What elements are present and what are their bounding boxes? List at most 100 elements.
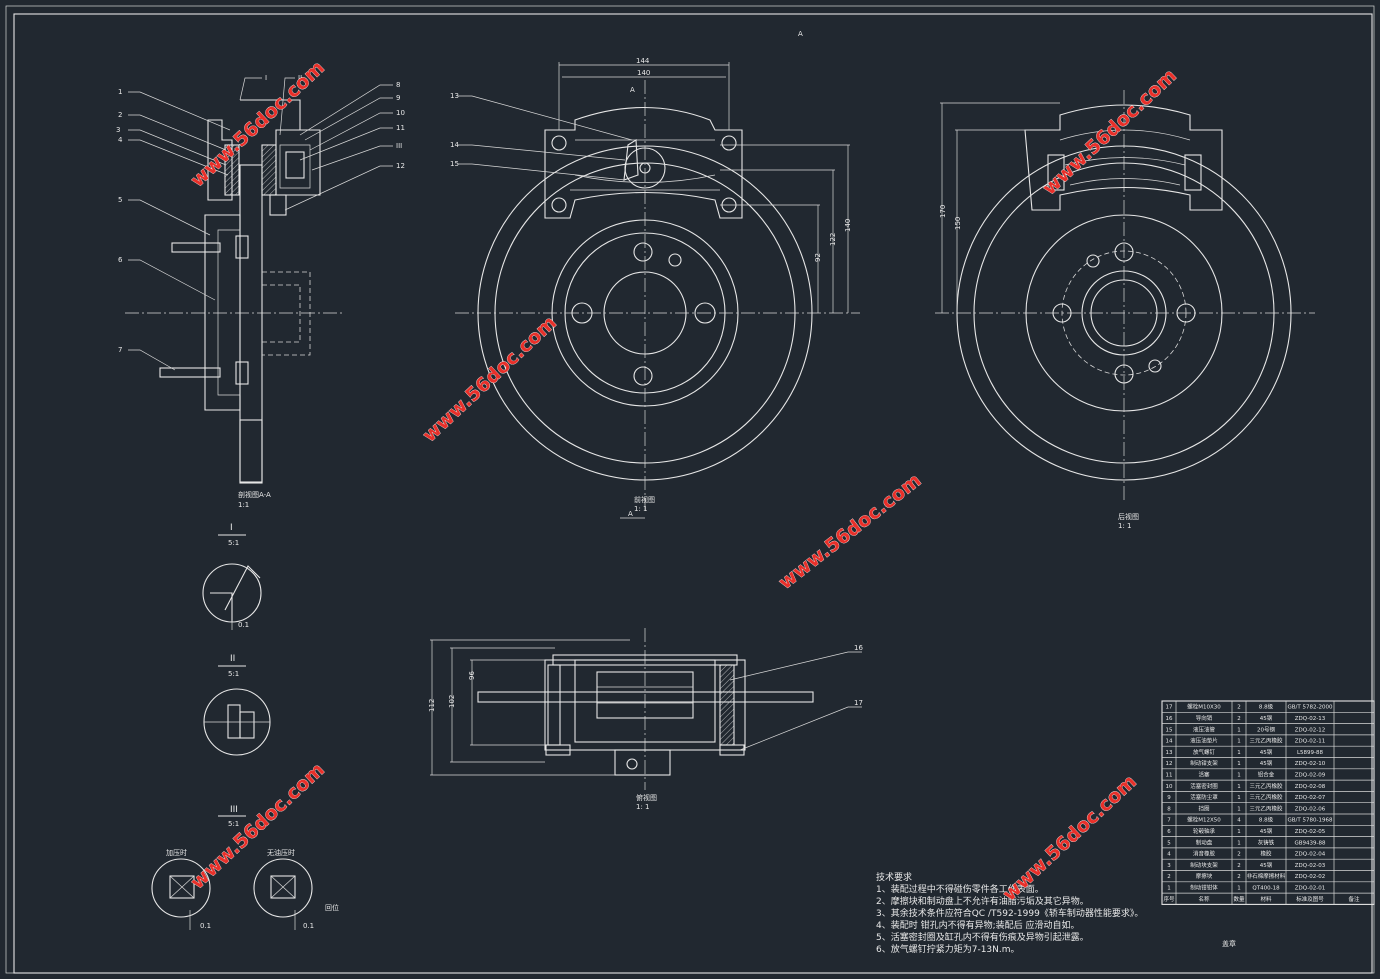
svg-text:170: 170 [939,205,947,218]
svg-text:III: III [230,805,238,815]
plan-caption: 俯视图 [636,793,657,802]
svg-text:14: 14 [450,141,459,149]
svg-text:1、装配过程中不得碰伤零件各工作表面。: 1、装配过程中不得碰伤零件各工作表面。 [876,883,1044,895]
bom-cell: 1 [1167,885,1171,891]
svg-text:3: 3 [116,126,120,134]
svg-text:5、活塞密封圈及缸孔内不得有伤痕及异物引起泄露。: 5、活塞密封圈及缸孔内不得有伤痕及异物引起泄露。 [876,931,1089,943]
watermark: www.56doc.com [418,312,561,447]
bom-cell: 活塞 [1198,770,1210,778]
bom-cell: 1 [1237,840,1241,846]
bom-cell: QT400-18 [1252,885,1280,891]
bom-cell: 1 [1237,727,1241,733]
bom-cell: ZDQ-02-05 [1295,829,1326,835]
tech-requirements: 技术要求 1、装配过程中不得碰伤零件各工作表面。 2、摩擦块和制动盘上不允许有油… [876,871,1143,955]
bom-cell: 1 [1237,806,1241,812]
bom-cell: 45钢 [1260,714,1273,722]
svg-text:112: 112 [428,699,436,712]
bom-cell: 铝合金 [1258,770,1275,778]
svg-text:4: 4 [118,136,123,144]
bom-cell: 摩擦块 [1196,872,1213,880]
bom-header-cell: 数量 [1233,895,1245,903]
inner-border [13,13,1373,974]
svg-text:II: II [298,74,302,82]
bom-cell: L5899-88 [1297,750,1324,756]
bom-cell: ZDQ-02-04 [1295,852,1326,858]
svg-text:144: 144 [636,57,650,65]
svg-text:0.1: 0.1 [303,922,314,930]
svg-text:II: II [230,654,235,664]
bom-cell: 螺栓M10X30 [1187,703,1221,711]
bom-header-cell: 标准及图号 [1296,895,1324,903]
svg-text:回位: 回位 [325,903,339,912]
bom-cell: ZDQ-02-06 [1295,806,1326,812]
bom-cell: 1 [1237,829,1241,835]
bom-header-cell: 材料 [1260,895,1272,903]
bom-cell: 45钢 [1260,861,1273,869]
bom-cell: 1 [1237,739,1241,745]
bom-cell: 4 [1167,852,1171,858]
svg-text:1: 1 [118,88,122,96]
svg-text:3、其余技术条件应符合QC /T592-1999《轿车制动器: 3、其余技术条件应符合QC /T592-1999《轿车制动器性能要求》。 [876,907,1143,919]
back-view: 170 150 后视图 1: 1 [935,90,1315,530]
svg-text:5: 5 [118,196,122,204]
svg-text:I: I [265,74,267,82]
svg-text:16: 16 [854,644,863,652]
bom-cell: 三元乙丙橡胶 [1249,804,1283,812]
bom-cell: 8.8级 [1259,816,1274,824]
bom-cell: ZDQ-02-07 [1295,795,1326,801]
watermark: www.56doc.com [1038,65,1181,200]
svg-text:96: 96 [468,671,476,680]
front-view: 144 140 92 122 140 13 14 15 A 前视图 1: 1 A [450,57,860,519]
svg-text:A: A [628,510,633,518]
bom-cell: GB/T 5782-2000 [1288,705,1333,711]
svg-text:140: 140 [844,219,852,232]
svg-text:6: 6 [118,256,123,264]
bom-cell: 12 [1166,761,1173,767]
detail-III: III 5:1 加压时 无油压时 0.1 0.1 回位 [151,805,339,930]
svg-text:8: 8 [396,81,400,89]
svg-text:17: 17 [854,699,863,707]
bom-cell: 8 [1167,806,1171,812]
bom-cell: 5 [1167,840,1171,846]
bom-cell: ZDQ-02-08 [1295,784,1326,790]
footer-label: 盖章 [1222,939,1236,948]
bom-cell: 4 [1237,818,1241,824]
bom-cell: 非石棉摩擦材料 [1247,872,1286,880]
bom-cell: 液压油垫片 [1190,737,1218,745]
svg-text:13: 13 [450,92,459,100]
svg-text:102: 102 [448,695,456,708]
section-caption: 剖视图A-A [238,490,271,499]
bom-cell: 45钢 [1260,827,1273,835]
bom-cell: 1 [1237,784,1241,790]
svg-text:9: 9 [396,94,400,102]
bom-cell: ZDQ-02-02 [1295,874,1325,880]
svg-text:5:1: 5:1 [228,539,239,547]
bom-cell: 挡圈 [1198,804,1210,812]
bom-cell: 20号钢 [1257,725,1275,733]
bom-cell: 活塞防尘罩 [1190,793,1218,801]
top-section-marker: A [798,30,803,38]
detail-I: I 5:1 0.1 [202,523,262,630]
bom-cell: 2 [1237,863,1241,869]
svg-text:15: 15 [450,160,459,168]
bom-cell: ZDQ-02-11 [1295,739,1325,745]
bom-cell: 2 [1167,874,1171,880]
bom-cell: 导向销 [1196,714,1213,722]
bom-header-cell: 名称 [1198,895,1210,903]
svg-text:12: 12 [396,162,405,170]
svg-text:A: A [630,86,635,94]
watermarks: www.56doc.com www.56doc.com www.56doc.co… [186,56,1181,906]
tech-heading: 技术要求 [876,871,912,883]
bom-cell: ZDQ-02-13 [1295,716,1326,722]
svg-text:1: 1: 1: 1 [636,803,650,811]
svg-text:5:1: 5:1 [228,670,239,678]
svg-text:6、放气螺钉拧紧力矩为7-13N.m。: 6、放气螺钉拧紧力矩为7-13N.m。 [876,943,1020,955]
bom-cell: 放气螺钉 [1193,748,1216,756]
bom-cell: 11 [1166,772,1173,778]
svg-text:10: 10 [396,109,405,117]
watermark: www.56doc.com [998,771,1141,906]
bom-cell: 2 [1237,716,1241,722]
bom-header-cell: 序号 [1163,895,1175,903]
bom-cell: 螺栓M12X50 [1187,816,1221,824]
